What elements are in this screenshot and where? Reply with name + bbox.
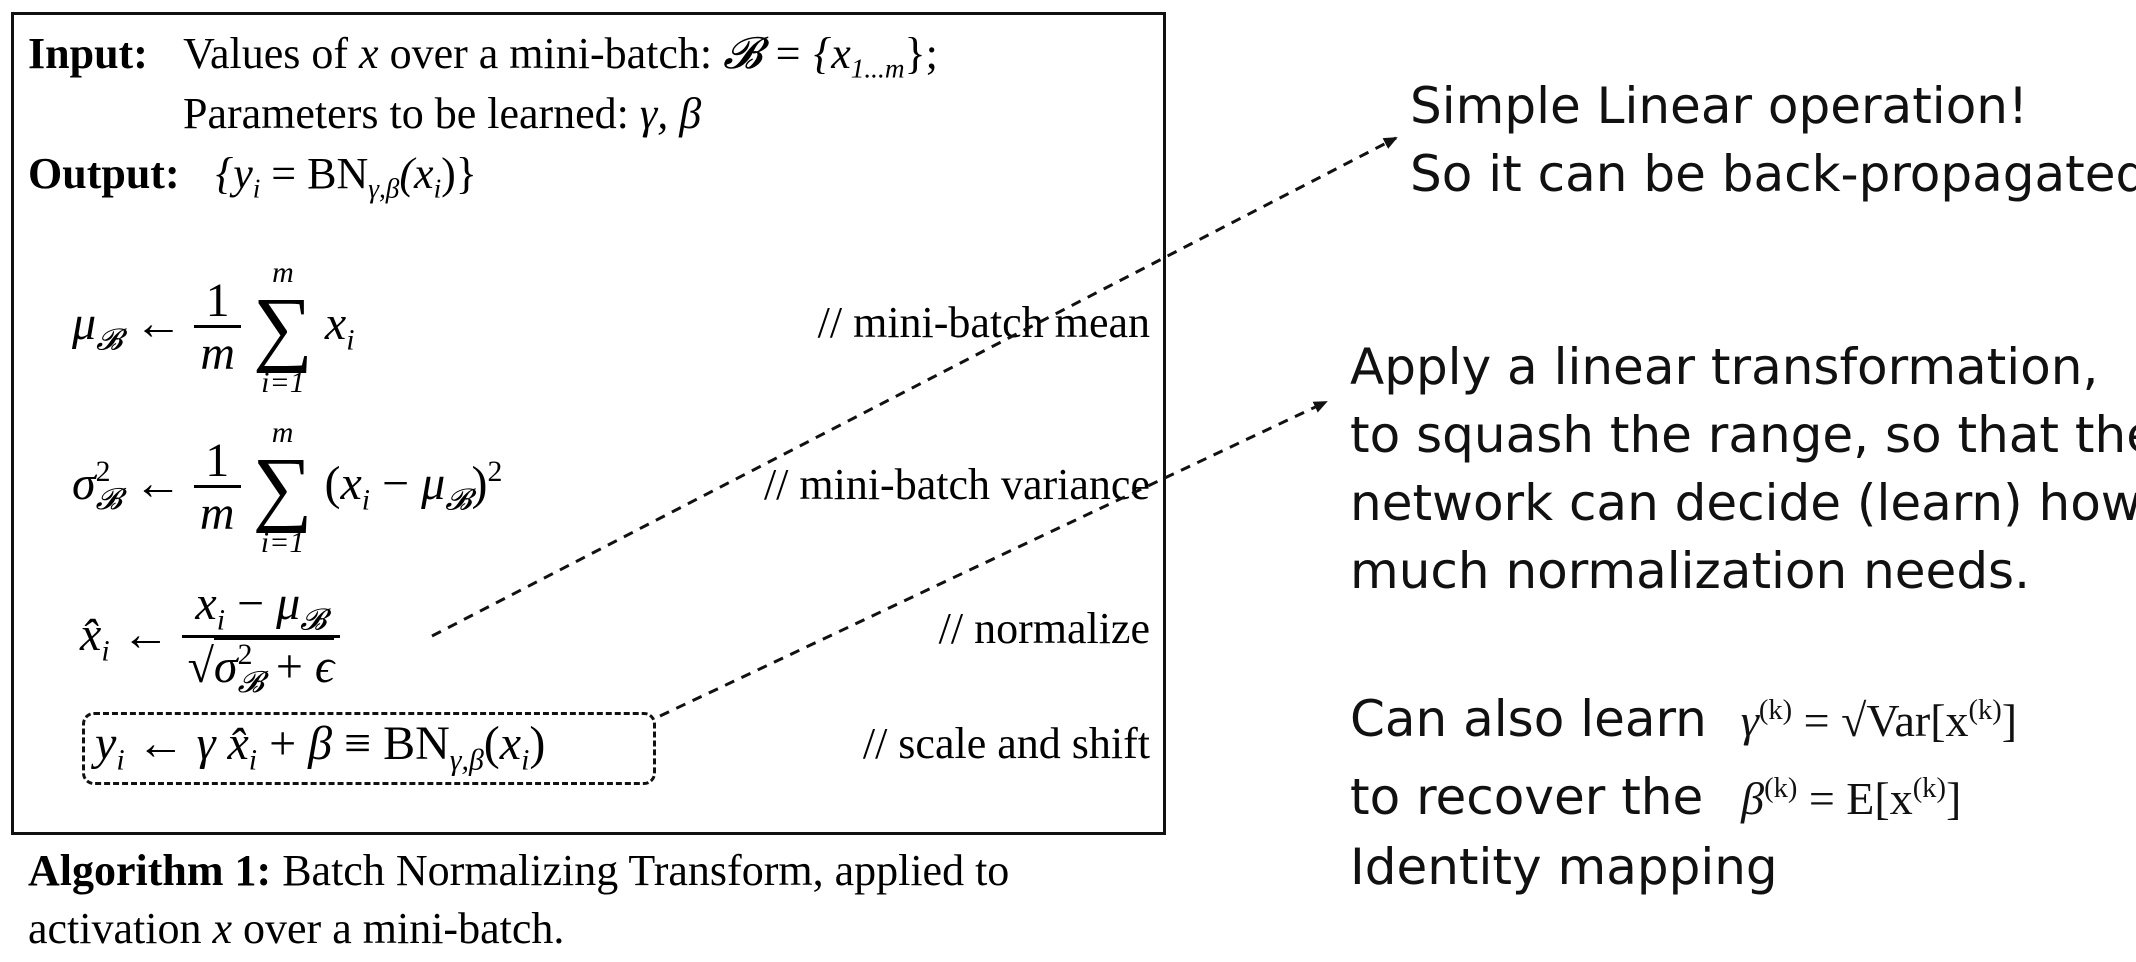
beta-rest-sup: (k) (1912, 773, 1946, 805)
comment-variance: // mini-batch variance (763, 460, 1150, 509)
transform-line3: network can decide (learn) how (1350, 474, 2136, 532)
learn-line1: Can also learn (1350, 690, 1707, 749)
caption-text2b: over a mini-batch. (232, 904, 565, 953)
transform-line1: Apply a linear transformation, (1350, 338, 2099, 396)
gamma-sup: (k) (1758, 695, 1793, 726)
algorithm-box (11, 12, 1166, 835)
arrow-to-transform (659, 400, 1328, 718)
output-line: Output: {yi = BNγ,β(xi)} (28, 152, 477, 203)
linear-op-line2: So it can be back-propagated (1410, 145, 2136, 203)
transform-line2: to squash the range, so that the (1350, 406, 2136, 464)
output-bn-sub: γ,β (368, 173, 400, 204)
output-end: (x (399, 149, 434, 198)
gamma-close: ] (2001, 695, 2018, 747)
learn-line2: to recover the (1350, 768, 1704, 827)
output-sub: i (252, 173, 261, 204)
arrow-to-linear-op (431, 136, 1398, 638)
gamma-rest: = √Var[x (1792, 695, 1969, 747)
caption-bold: Algorithm 1: (28, 846, 272, 895)
beta-sup: (k) (1764, 773, 1798, 805)
beta-symbol: β (1741, 773, 1765, 825)
comment-normalize: // normalize (938, 604, 1150, 653)
beta-formula: β(k) = E[x(k)] (1741, 773, 1961, 824)
comment-scale-shift: // scale and shift (862, 719, 1150, 768)
scale-shift-dashed-box (82, 712, 656, 785)
caption-text1: Batch Normalizing Transform, applied to (271, 846, 1010, 895)
input-set-sub: 1...m (850, 53, 905, 84)
params-text: Parameters to be learned: (183, 89, 629, 138)
linear-op-line1: Simple Linear operation! (1410, 77, 2029, 135)
learn-line2-row: to recover the β(k) = E[x(k)] (1350, 755, 2017, 833)
caption-var: x (212, 904, 233, 953)
eq-normalize: x̂i ← xi − μ𝓑√σ2𝓑 + ϵ (80, 579, 341, 698)
annotation-linear-op: Simple Linear operation! So it can be ba… (1410, 72, 2136, 208)
eq-scale-shift: yi ← γ x̂i + β ≡ BNγ,β(xi) (95, 717, 546, 777)
params-vars: γ, β (639, 89, 702, 138)
beta-rest: = E[x (1797, 773, 1913, 825)
output-text: {y (215, 149, 253, 198)
comment-mean: // mini-batch mean (817, 298, 1150, 347)
beta-close: ] (1945, 773, 1962, 825)
learn-line1-row: Can also learn γ(k) = √Var[x(k)] (1350, 677, 2017, 755)
caption-text2a: activation (28, 904, 213, 953)
output-end-sub: i (433, 173, 442, 204)
input-text2: over a mini-batch: (389, 29, 713, 78)
annotation-learn: Can also learn γ(k) = √Var[x(k)] to reco… (1350, 677, 2017, 901)
annotation-transform: Apply a linear transformation, to squash… (1350, 333, 2136, 605)
input-set: 𝓑 = {x (723, 29, 851, 78)
input-label: Input: (28, 29, 148, 78)
gamma-symbol: γ (1740, 695, 1759, 747)
input-line: Input: Values of x over a mini-batch: 𝓑 … (28, 32, 938, 83)
input-text: Values of (183, 29, 349, 78)
learn-line3: Identity mapping (1350, 838, 1778, 897)
input-set-end: }; (904, 29, 938, 78)
gamma-formula: γ(k) = √Var[x(k)] (1741, 695, 2017, 746)
output-label: Output: (28, 149, 180, 198)
input-var: x (359, 29, 379, 78)
params-line: Parameters to be learned: γ, β (183, 92, 701, 136)
output-close: )} (441, 149, 477, 198)
transform-line4: much normalization needs. (1350, 542, 2031, 600)
gamma-rest-sup: (k) (1968, 695, 2002, 726)
algorithm-caption: Algorithm 1: Batch Normalizing Transform… (28, 842, 1009, 958)
output-eq: = BN (260, 149, 369, 198)
